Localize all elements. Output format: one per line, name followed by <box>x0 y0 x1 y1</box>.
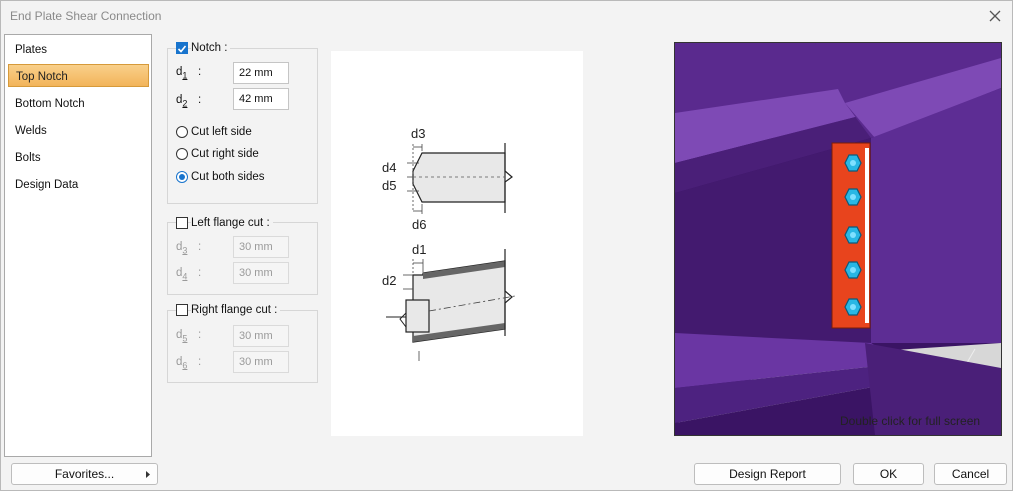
cut-right-label[interactable]: Cut right side <box>191 148 259 160</box>
dimension-drawing: d3 d4 d5 d6 d1 <box>382 126 516 361</box>
nav-item-bottom-notch[interactable]: Bottom Notch <box>15 98 85 110</box>
window-title: End Plate Shear Connection <box>10 9 162 23</box>
right-flange-checkbox[interactable] <box>176 304 188 316</box>
cut-left-label[interactable]: Cut left side <box>191 126 252 138</box>
d1-label: d1 <box>176 66 188 81</box>
d3-dim-label: d3 <box>411 126 425 141</box>
close-icon[interactable] <box>986 7 1004 25</box>
cut-left-radio[interactable] <box>176 126 188 138</box>
left-flange-checkbox[interactable] <box>176 217 188 229</box>
d4-dim-label: d4 <box>382 160 396 175</box>
right-flange-label: Right flange cut : <box>191 304 281 316</box>
view3d-hint: Double click for full screen <box>840 414 981 428</box>
title-bar: End Plate Shear Connection <box>1 1 1012 31</box>
nav-item-plates[interactable]: Plates <box>15 44 47 56</box>
favorites-button[interactable]: Favorites... <box>11 463 158 485</box>
d6-dim-label: d6 <box>412 217 426 232</box>
design-report-button[interactable]: Design Report <box>694 463 841 485</box>
d6-input[interactable]: 30 mm <box>233 351 289 373</box>
d3-colon: : <box>198 241 202 253</box>
d2-dim-label: d2 <box>382 273 396 288</box>
d1-dim-label: d1 <box>412 242 426 257</box>
d5-dim-label: d5 <box>382 178 396 193</box>
cut-both-label[interactable]: Cut both sides <box>191 171 265 183</box>
check-icon <box>177 45 187 53</box>
ok-button[interactable]: OK <box>853 463 924 485</box>
notch-dimension-diagram: d3 d4 d5 d6 d1 <box>331 51 583 436</box>
left-flange-group <box>167 222 318 295</box>
cancel-button[interactable]: Cancel <box>934 463 1007 485</box>
d5-colon: : <box>198 329 202 341</box>
nav-item-design-data[interactable]: Design Data <box>15 179 79 191</box>
d1-input[interactable]: 22 mm <box>233 62 289 84</box>
left-flange-label: Left flange cut : <box>191 217 273 229</box>
d1-colon: : <box>198 66 202 78</box>
d2-input[interactable]: 42 mm <box>233 88 289 110</box>
flange-cut-beam: d3 d4 d5 d6 <box>382 126 513 232</box>
d2-label: d2 <box>176 94 188 109</box>
d6-colon: : <box>198 356 202 368</box>
3d-model-view[interactable]: Double click for full screen <box>674 42 1002 436</box>
cut-both-radio[interactable] <box>176 171 188 183</box>
d4-colon: : <box>198 267 202 279</box>
chevron-right-icon <box>146 471 150 478</box>
notch-checkbox[interactable] <box>176 42 188 54</box>
d5-input[interactable]: 30 mm <box>233 325 289 347</box>
d4-label: d4 <box>176 267 188 282</box>
d6-label: d6 <box>176 356 188 371</box>
nav-item-welds[interactable]: Welds <box>15 125 47 137</box>
section-list: Plates Top Notch Bottom Notch Welds Bolt… <box>4 34 152 457</box>
cut-right-radio[interactable] <box>176 148 188 160</box>
d5-label: d5 <box>176 329 188 344</box>
d3-input[interactable]: 30 mm <box>233 236 289 258</box>
notch-label: Notch : <box>191 42 231 54</box>
d3-label: d3 <box>176 241 188 256</box>
nav-item-top-notch[interactable]: Top Notch <box>8 64 149 87</box>
favorites-label: Favorites... <box>54 467 115 481</box>
notch-side-beam: d1 d2 <box>382 242 516 361</box>
3d-connection-render <box>675 43 1001 435</box>
d2-colon: : <box>198 94 202 106</box>
d4-input[interactable]: 30 mm <box>233 262 289 284</box>
nav-item-bolts[interactable]: Bolts <box>15 152 41 164</box>
